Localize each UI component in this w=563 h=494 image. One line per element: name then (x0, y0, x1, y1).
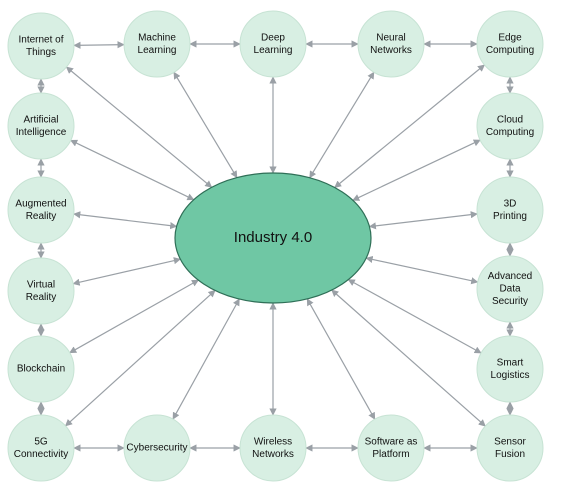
node-logistics-label: Logistics (491, 370, 530, 381)
edge-industry-cyber (172, 298, 240, 420)
node-cyber-label: Cybersecurity (126, 443, 187, 454)
node-nn-label: Neural (376, 32, 405, 43)
node-logistics-label: Smart (497, 357, 524, 368)
edge-industry-print3d (368, 211, 478, 230)
node-saas: Software as Platform (357, 414, 425, 482)
edge-industry-ai (70, 139, 195, 201)
node-ml-label: Machine (138, 32, 176, 43)
node-ar-label: Reality (26, 211, 57, 222)
node-nn-label: Networks (370, 45, 412, 56)
node-logistics-shape (476, 335, 544, 403)
edge-industry-iot (65, 66, 213, 188)
edge-industry-ml (173, 71, 238, 179)
node-industry: Industry 4.0 (174, 172, 372, 304)
node-dl-label: Learning (254, 45, 293, 56)
node-ar-label: Augmented (15, 198, 66, 209)
node-edge-shape (476, 10, 544, 78)
edge-industry-nn (309, 71, 375, 179)
node-cloud-label: Computing (486, 127, 534, 138)
edge-industry-vr (72, 257, 182, 286)
edges-layer (37, 40, 514, 452)
edge-industry-cloud (352, 139, 481, 201)
node-security-label: Security (492, 296, 528, 307)
node-nn-shape (357, 10, 425, 78)
node-ar-shape (7, 176, 75, 244)
node-vr-label: Reality (26, 292, 57, 303)
node-g5: 5G Connectivity (7, 414, 75, 482)
node-iot: Internet of Things (7, 12, 75, 80)
nodes-layer: Industry 4.0 Internet of Things MachineLear… (7, 10, 544, 482)
edge-industry-ar (73, 211, 178, 230)
node-print3d: 3D Printing (476, 176, 544, 244)
node-wireless-label: Networks (252, 449, 294, 460)
node-sensor-shape (476, 414, 544, 482)
edge-industry-saas (306, 298, 376, 420)
edge-industry-security (365, 255, 479, 285)
node-print3d-label: 3D (504, 198, 517, 209)
node-iot-label: Things (26, 47, 56, 58)
node-sensor-label: Sensor (494, 436, 526, 447)
node-g5-shape (7, 414, 75, 482)
node-cloud-shape (476, 92, 544, 160)
node-sensor-label: Fusion (495, 449, 525, 460)
node-iot-label: Internet of (18, 34, 63, 45)
node-blockchain: Blockchain (7, 335, 75, 403)
node-g5-label: Connectivity (14, 449, 68, 460)
node-ml-label: Learning (138, 45, 177, 56)
node-print3d-label: Printing (493, 211, 527, 222)
edge-industry-blockchain (69, 279, 200, 354)
node-g5-label: 5G (34, 436, 48, 447)
edge-industry-edge (334, 64, 486, 188)
node-ai-label: Intelligence (16, 127, 67, 138)
node-cyber: Cybersecurity (123, 414, 191, 482)
node-vr-label: Virtual (27, 279, 55, 290)
node-blockchain-label: Blockchain (17, 364, 65, 375)
node-cyber-shape (123, 414, 191, 482)
node-industry-shape (174, 172, 372, 304)
node-saas-label: Platform (372, 449, 409, 460)
node-security-shape (476, 255, 544, 323)
edge-industry-sensor (331, 289, 486, 427)
edge-iot-ml (73, 41, 125, 49)
node-edge-label: Edge (498, 32, 522, 43)
node-blockchain-shape (7, 335, 75, 403)
node-print3d-shape (476, 176, 544, 244)
edge-industry-g5 (64, 289, 216, 427)
node-iot-shape (7, 12, 75, 80)
node-ml-shape (123, 10, 191, 78)
node-vr-shape (7, 257, 75, 325)
node-industry-label: Industry 4.0 (234, 229, 312, 246)
node-security-label: Advanced (488, 271, 532, 282)
node-wireless-label: Wireless (254, 436, 292, 447)
node-dl-shape (239, 10, 307, 78)
node-cloud-label: Cloud (497, 114, 523, 125)
node-wireless-shape (239, 414, 307, 482)
node-security-label: Data (499, 284, 521, 295)
edge-industry-logistics (347, 279, 482, 354)
node-ai-shape (7, 92, 75, 160)
node-saas-label: Software as (365, 436, 418, 447)
node-ai-label: Artificial (23, 114, 58, 125)
node-saas-shape (357, 414, 425, 482)
node-dl-label: Deep (261, 32, 285, 43)
node-edge-label: Computing (486, 45, 534, 56)
